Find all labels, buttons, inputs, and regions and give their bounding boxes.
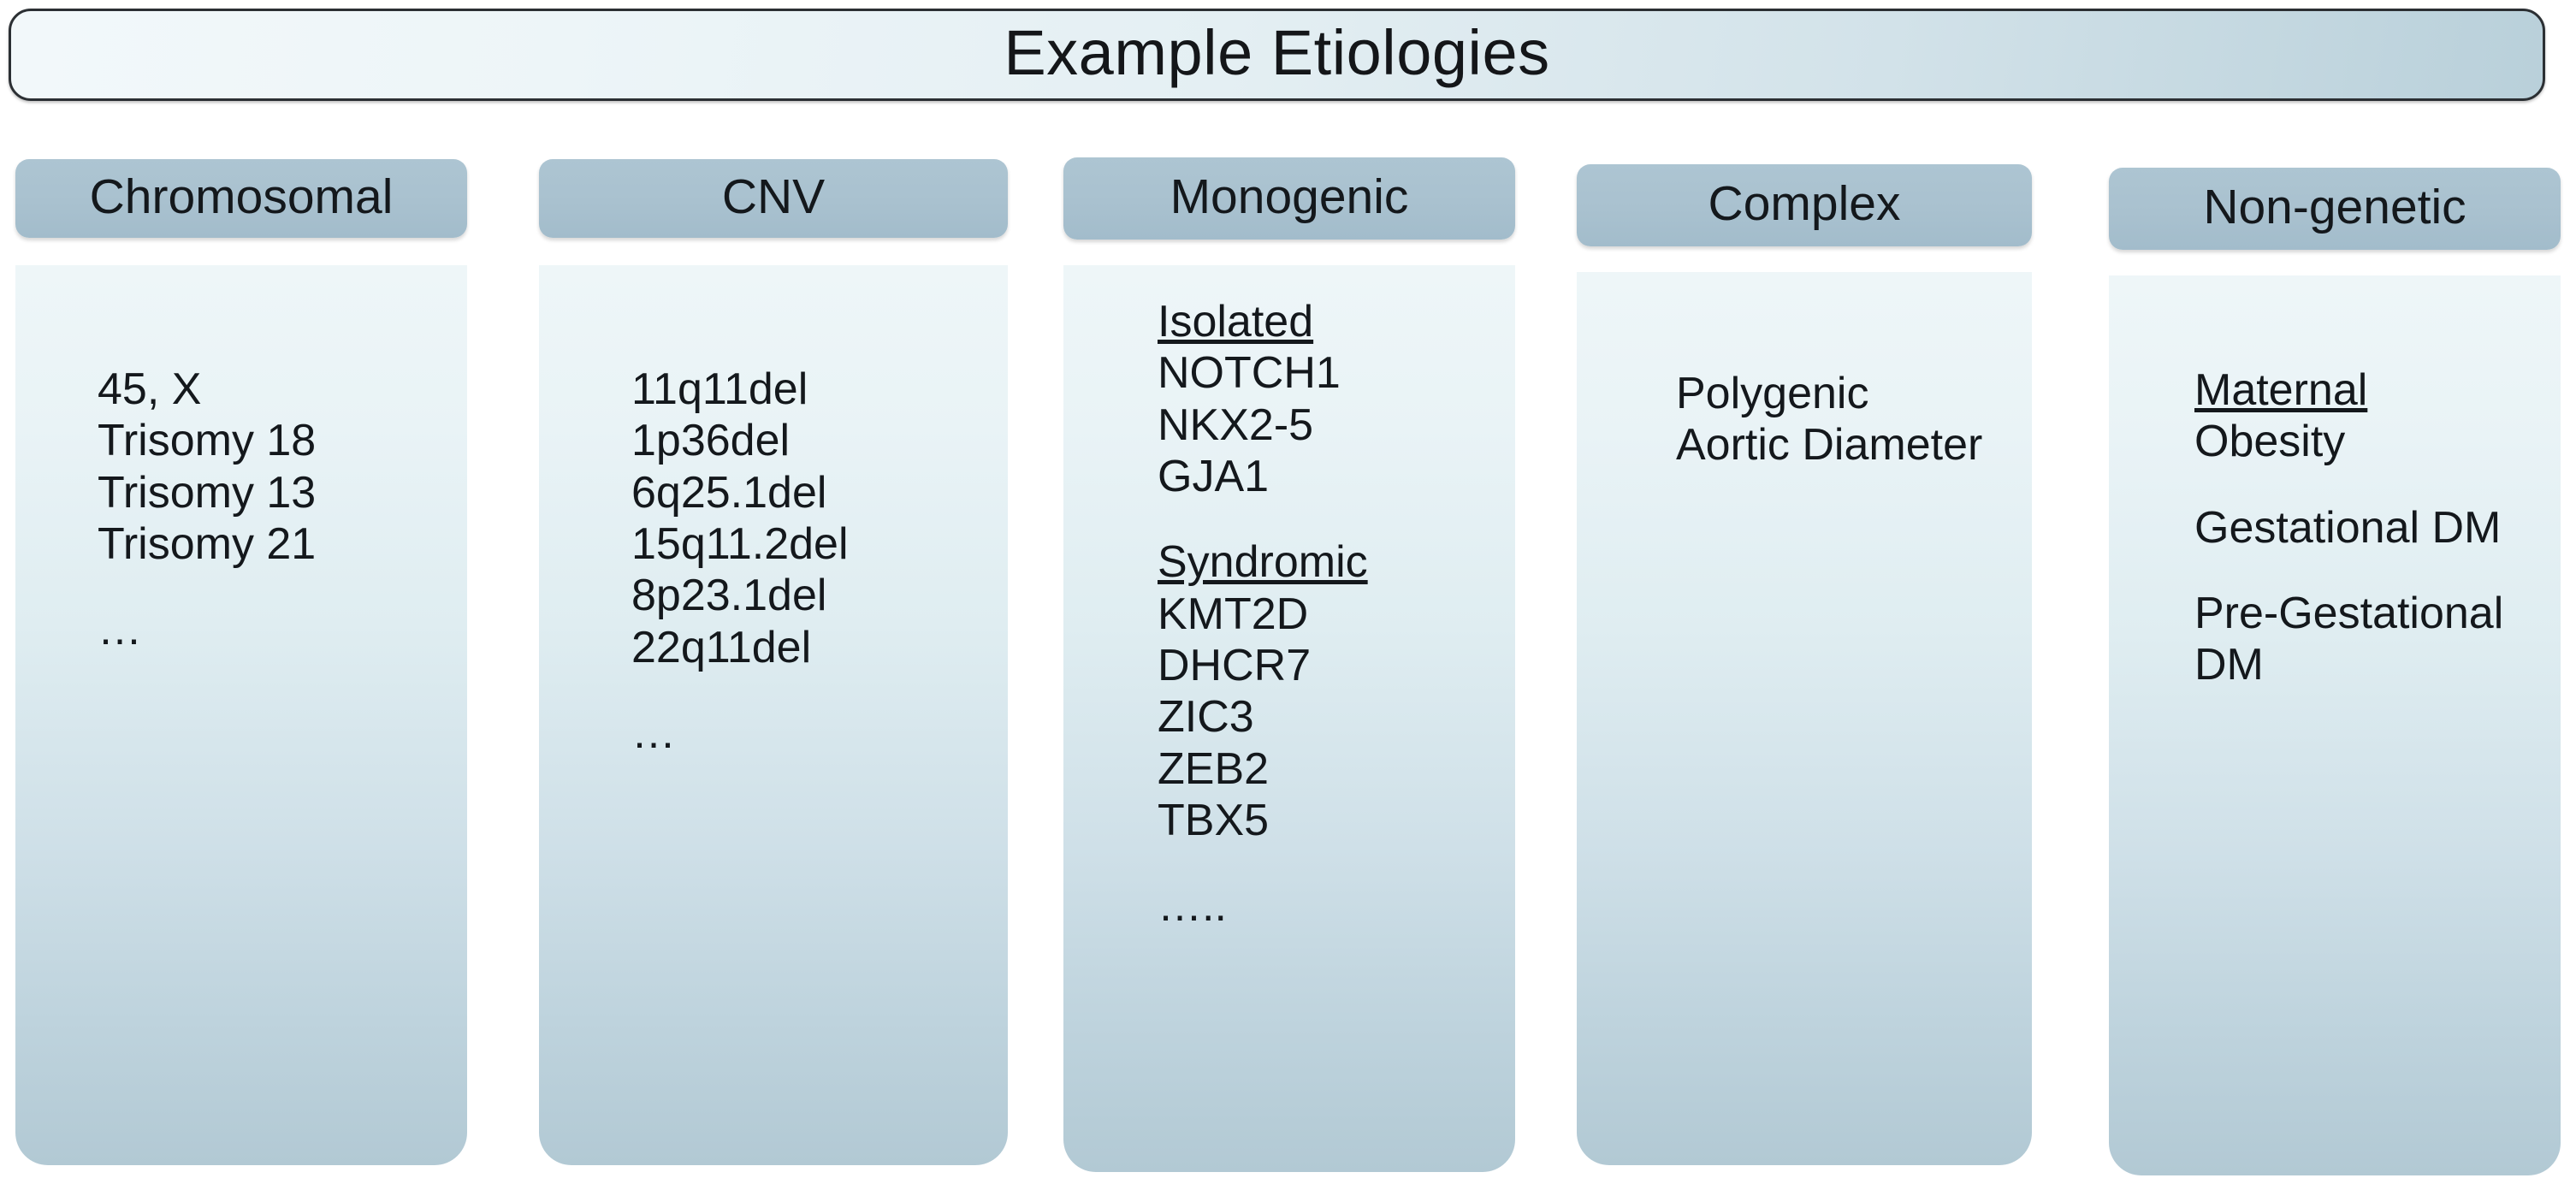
list-item: Polygenic xyxy=(1676,369,1869,418)
page-title: Example Etiologies xyxy=(1004,17,1550,88)
list-spacer xyxy=(2194,468,2547,502)
list-item: GJA1 xyxy=(1158,451,1270,501)
list-item: NKX2-5 xyxy=(1158,400,1314,450)
list-spacer xyxy=(98,570,453,604)
column-header-chromosomal[interactable]: Chromosomal xyxy=(15,159,467,238)
list-item: Aortic Diameter xyxy=(1676,420,1983,471)
list-item: KMT2D xyxy=(1158,589,1309,639)
list-item: 6q25.1del xyxy=(631,467,827,518)
column-header-label: Monogenic xyxy=(1170,169,1409,224)
list-item: Obesity xyxy=(2194,417,2346,467)
column-header-label: Non-genetic xyxy=(2203,179,2466,234)
column-header-non-genetic[interactable]: Non-genetic xyxy=(2109,168,2561,250)
column-header-label: Complex xyxy=(1708,175,1901,231)
column-header-cnv[interactable]: CNV xyxy=(539,159,1008,238)
list-item: 22q11del xyxy=(631,622,812,672)
list-item: Pre-Gestational DM xyxy=(2194,588,2516,690)
column-header-label: CNV xyxy=(721,169,826,224)
list-spacer xyxy=(1158,502,1501,536)
list-spacer xyxy=(2194,554,2547,588)
list-item: … xyxy=(98,605,142,655)
column-header-label: Chromosomal xyxy=(89,169,394,224)
list-item: ZEB2 xyxy=(1158,743,1270,794)
list-item: 15q11.2del xyxy=(631,518,849,569)
list-item: DHCR7 xyxy=(1158,640,1312,690)
list-item: 45, X xyxy=(98,364,202,414)
list-item: 11q11del xyxy=(631,364,808,414)
list-item: Trisomy 21 xyxy=(98,518,317,569)
list-item: 8p23.1del xyxy=(631,571,827,621)
list-item: ZIC3 xyxy=(1158,692,1254,743)
list-item: … xyxy=(631,707,676,758)
page-title-banner: Example Etiologies xyxy=(9,9,2545,101)
column-header-complex[interactable]: Complex xyxy=(1577,164,2032,246)
list-subheading: Maternal xyxy=(2194,365,2368,415)
list-item: 1p36del xyxy=(631,416,791,466)
column-header-monogenic[interactable]: Monogenic xyxy=(1063,157,1515,240)
list-item: TBX5 xyxy=(1158,795,1270,845)
list-item: NOTCH1 xyxy=(1158,348,1341,399)
list-item: ….. xyxy=(1158,881,1227,932)
list-spacer xyxy=(631,673,994,707)
list-item: Gestational DM xyxy=(2194,502,2502,553)
list-subheading: Isolated xyxy=(1158,297,1314,346)
list-subheading: Syndromic xyxy=(1158,537,1368,588)
list-spacer xyxy=(1158,846,1501,880)
list-item: Trisomy 13 xyxy=(98,467,317,518)
list-item: Trisomy 18 xyxy=(98,416,317,466)
